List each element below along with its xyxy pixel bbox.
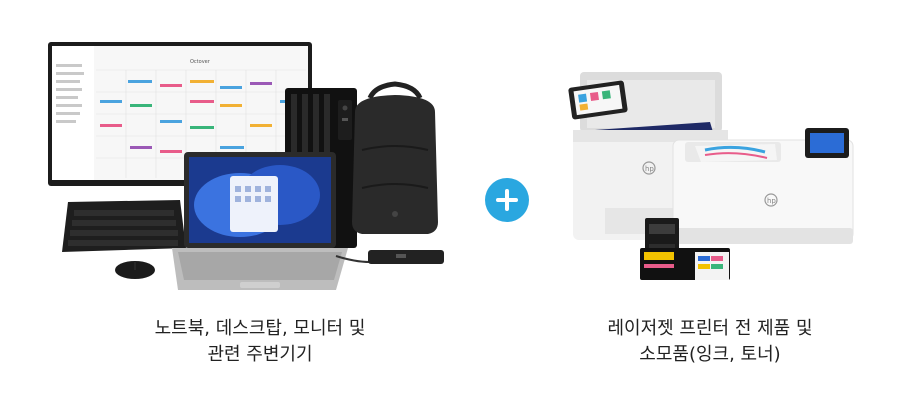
backpack xyxy=(352,81,438,234)
laserjet-printer: hp xyxy=(672,128,854,244)
svg-text:hp: hp xyxy=(645,165,654,173)
keyboard xyxy=(62,200,186,252)
printer-products-svg: hp hp xyxy=(568,72,854,280)
calendar-title: Octover xyxy=(190,59,211,65)
pc-products-illustration: Octover xyxy=(40,0,460,300)
docking-station xyxy=(335,250,444,264)
pc-caption-line2: 관련 주변기기 xyxy=(207,344,313,365)
printer-caption-line2: 소모품(잉크, 토너) xyxy=(639,344,781,365)
printer-caption-line1: 레이저젯 프린터 전 제품 및 xyxy=(607,318,813,339)
printer-products-illustration: hp hp xyxy=(545,0,875,300)
mouse xyxy=(115,261,155,279)
laptop xyxy=(172,152,348,290)
ink-cartridge-boxes xyxy=(640,218,730,280)
printer-products-caption: 레이저젯 프린터 전 제품 및 소모품(잉크, 토너) xyxy=(560,316,860,368)
plus-icon xyxy=(485,178,529,222)
pc-products-svg: Octover xyxy=(48,42,444,290)
pc-products-caption: 노트북, 데스크탑, 모니터 및 관련 주변기기 xyxy=(90,316,430,368)
svg-text:hp: hp xyxy=(767,197,776,205)
pc-caption-line1: 노트북, 데스크탑, 모니터 및 xyxy=(154,318,366,339)
